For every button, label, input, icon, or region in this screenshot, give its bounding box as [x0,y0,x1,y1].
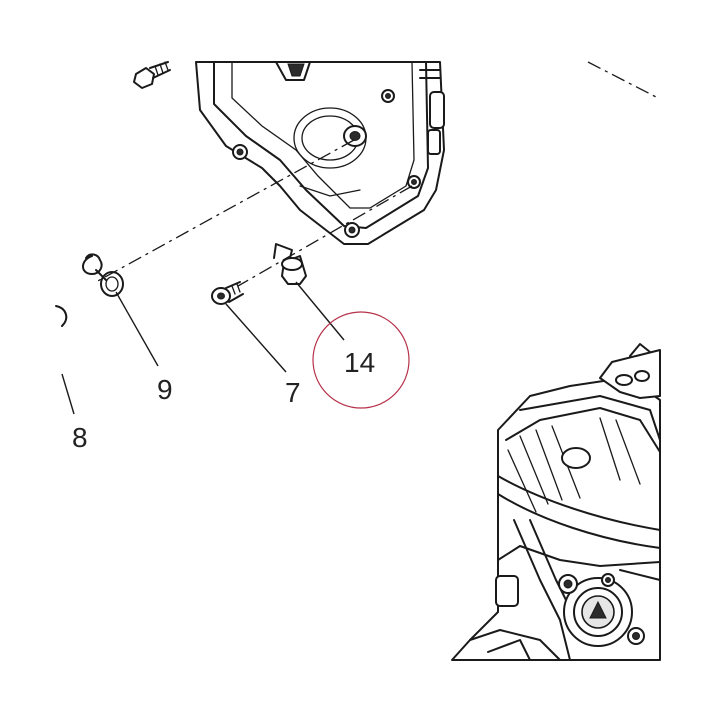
leader-lines [61,281,345,415]
part-7-screw [211,281,244,305]
engine-assembly [451,343,661,661]
part-8-fragment [55,305,68,327]
part-14-clamp [273,243,307,285]
callout-14-highlight-circle [312,311,410,409]
callout-label-7: 7 [285,377,301,408]
callout-label-14: 14 [344,347,375,378]
callout-label-9: 9 [157,374,173,405]
assembly-axes [95,61,659,287]
part-9-spring-clip [82,253,124,297]
cover-housing [195,61,445,245]
top-bolt [133,61,171,89]
callout-label-8: 8 [72,422,88,453]
